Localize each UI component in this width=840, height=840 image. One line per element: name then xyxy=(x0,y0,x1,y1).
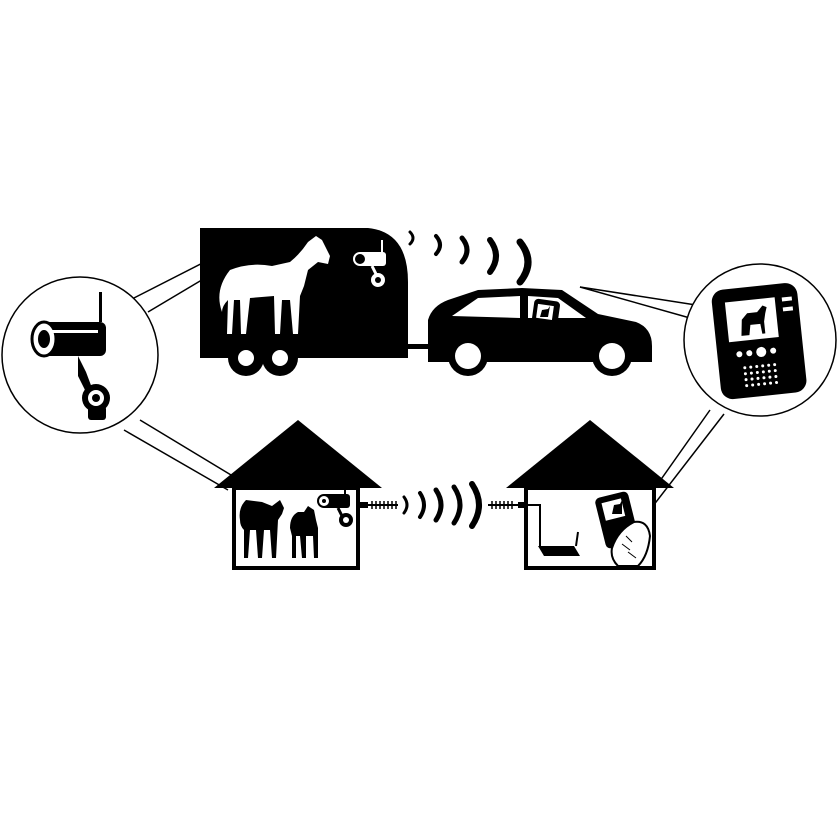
wireless-signal-trailer-car xyxy=(408,230,532,286)
callout-pointer-line xyxy=(579,286,697,306)
monitor-callout xyxy=(579,263,837,516)
house-antenna-icon xyxy=(488,501,541,546)
horse-trailer xyxy=(200,228,434,376)
hand-held-monitor-icon xyxy=(595,491,652,567)
stable-camera-icon xyxy=(317,484,353,527)
callout-pointer-line xyxy=(139,419,237,479)
house-roof xyxy=(506,420,674,488)
horse-icon xyxy=(239,500,284,558)
handheld-monitor-icon xyxy=(711,283,807,400)
wireless-camera-icon xyxy=(30,292,110,420)
camera-callout xyxy=(1,247,237,491)
receiver-house xyxy=(488,420,674,570)
receiver-box-icon xyxy=(538,531,580,556)
callout-pointer-line xyxy=(123,429,229,491)
car-monitor-icon xyxy=(529,298,561,340)
trailer-hitch xyxy=(406,344,434,349)
wireless-signal-stable-house xyxy=(402,481,482,529)
callout-pointer-line xyxy=(645,413,725,516)
stable-antenna-icon xyxy=(358,501,398,509)
house-roof xyxy=(214,420,382,488)
trailer-camera-icon xyxy=(353,240,386,287)
horse-icon xyxy=(290,506,318,558)
stable-house xyxy=(214,420,398,570)
car-window xyxy=(452,296,520,318)
hand-icon xyxy=(610,520,652,567)
horse-icon xyxy=(219,236,330,334)
callout-pointer-line xyxy=(579,286,691,319)
car xyxy=(428,288,652,376)
